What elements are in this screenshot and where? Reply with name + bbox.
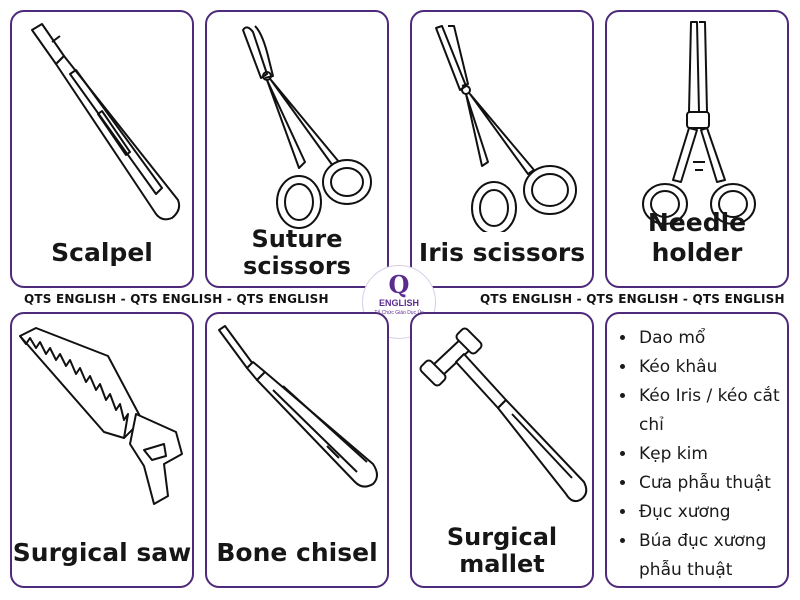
banner-left: QTS ENGLISH - QTS ENGLISH - QTS ENGLISH	[24, 292, 329, 306]
card-scalpel: Scalpel	[10, 10, 194, 288]
vocab-item: Cưa phẫu thuật	[637, 469, 787, 498]
needle-holder-icon	[642, 21, 756, 225]
logo-tagline: Tổ Chức Giáo Dục Úc	[374, 310, 424, 316]
label-line-1: Suture	[251, 225, 343, 253]
vocab-item: Kéo khâu	[637, 353, 787, 382]
label-line-2: mallet	[459, 550, 545, 578]
mallet-icon	[419, 327, 588, 503]
card-label: Scalpel	[51, 238, 153, 267]
card-label: Needle holder	[647, 208, 747, 267]
vocab-item: Dao mổ	[637, 324, 787, 353]
card-needle-holder: Needle holder	[605, 10, 789, 288]
suture-scissors-icon	[242, 25, 372, 229]
vocab-item: Đục xương	[637, 498, 787, 527]
bone-chisel-icon	[218, 325, 378, 488]
logo-letter: Q	[388, 270, 410, 299]
card-label: Iris scissors	[418, 238, 586, 267]
vocab-item: Kẹp kim	[637, 440, 787, 469]
label-line-1: Surgical	[446, 523, 558, 551]
card-iris-scissors: Iris scissors	[410, 10, 594, 288]
card-bone-chisel: Bone chisel	[205, 312, 389, 588]
vocab-item: Búa đục xương phẫu thuật	[637, 527, 787, 585]
card-label: Bone chisel	[216, 538, 378, 567]
vocabulary-list: Dao mổ Kéo khâu Kéo Iris / kéo cắt chỉ K…	[621, 324, 787, 585]
logo-name: ENGLISH	[378, 298, 419, 308]
card-label: Surgical saw	[12, 538, 192, 567]
scalpel-icon	[31, 23, 181, 221]
iris-scissors-icon	[435, 25, 577, 232]
label-line-2: scissors	[243, 252, 351, 280]
card-surgical-saw: Surgical saw	[10, 312, 194, 588]
saw-icon	[19, 327, 183, 505]
vocab-item: Kéo Iris / kéo cắt chỉ	[637, 382, 787, 440]
card-vocabulary: Dao mổ Kéo khâu Kéo Iris / kéo cắt chỉ K…	[605, 312, 789, 588]
banner-right: QTS ENGLISH - QTS ENGLISH - QTS ENGLISH	[480, 292, 785, 306]
